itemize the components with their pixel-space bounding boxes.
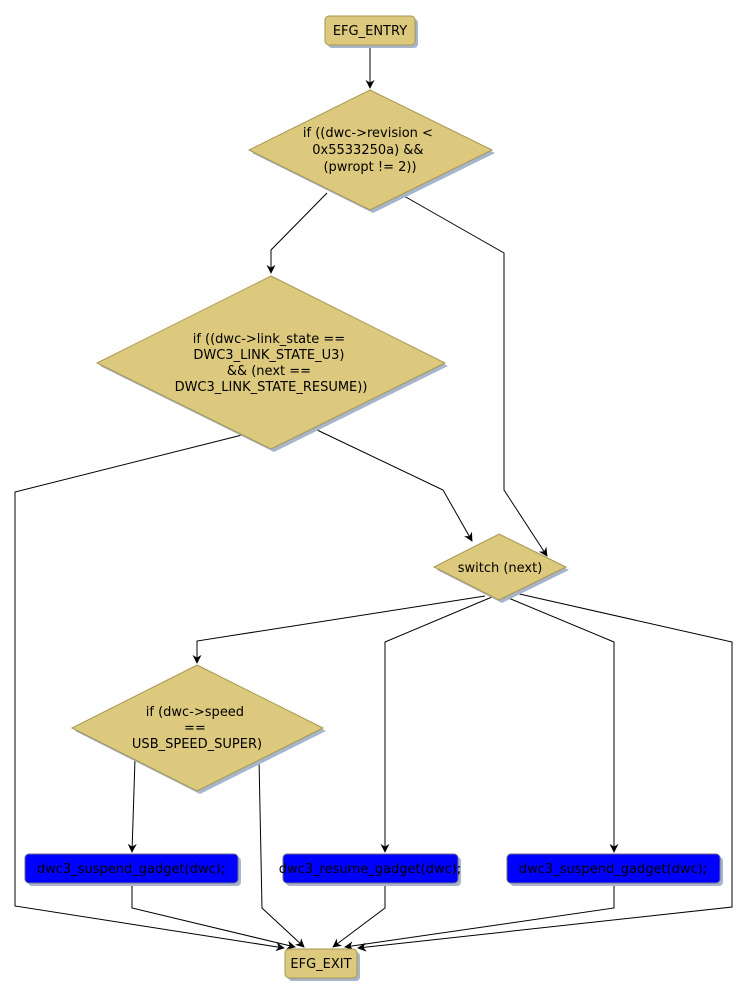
edge-cond-revision-to-switch	[403, 195, 548, 557]
node-switch-next[interactable]: switch (next)	[432, 533, 569, 603]
node-label: dwc3_resume_gadget(dwc);	[279, 862, 461, 877]
edge-suspend-2-to-exit	[344, 884, 615, 951]
terminal-box	[284, 948, 358, 979]
node-label: if (dwc->speed == USB_SPEED_SUPER)	[132, 705, 262, 752]
edge-cond-speed-to-exit	[258, 758, 305, 948]
edge-suspend-1-to-exit	[131, 884, 296, 950]
condition-diamond	[95, 275, 447, 450]
edge-cond-link-state-to-exit	[14, 434, 285, 952]
node-cond-link-state[interactable]: if ((dwc->link_state == DWC3_LINK_STATE_…	[95, 275, 448, 452]
node-entry[interactable]: EFG_ENTRY	[324, 15, 418, 48]
edge-cond-link-state-to-switch	[314, 428, 473, 542]
terminal-box	[324, 15, 416, 46]
edge-switch-to-resume	[380, 596, 493, 853]
edge-switch-to-cond-speed	[192, 595, 486, 664]
condition-diamond	[432, 533, 568, 601]
node-label: switch (next)	[458, 561, 543, 576]
action-box	[506, 853, 721, 884]
node-label: if ((dwc->revision < 0x5533250a) && (pwr…	[303, 126, 437, 175]
node-label: EFG_EXIT	[290, 957, 351, 972]
node-exit[interactable]: EFG_EXIT	[284, 948, 360, 981]
condition-diamond	[70, 664, 325, 792]
node-label: EFG_ENTRY	[333, 24, 407, 39]
node-suspend-gadget-1[interactable]: dwc3_suspend_gadget(dwc);	[24, 853, 241, 886]
node-suspend-gadget-2[interactable]: dwc3_suspend_gadget(dwc);	[506, 853, 723, 886]
edge-resume-to-exit	[332, 884, 386, 948]
edge-cond-revision-to-cond-link-state	[266, 192, 328, 274]
action-box	[282, 853, 459, 884]
action-box	[24, 853, 239, 884]
edges	[14, 45, 733, 952]
node-cond-speed[interactable]: if (dwc->speed == USB_SPEED_SUPER)	[70, 664, 326, 794]
node-resume-gadget[interactable]: dwc3_resume_gadget(dwc);	[279, 853, 461, 886]
edge-switch-to-suspend-2	[505, 596, 619, 853]
condition-diamond	[247, 89, 494, 211]
edge-switch-to-exit	[357, 592, 733, 952]
node-label: dwc3_suspend_gadget(dwc);	[37, 862, 225, 877]
node-label: dwc3_suspend_gadget(dwc);	[519, 862, 707, 877]
node-cond-revision[interactable]: if ((dwc->revision < 0x5533250a) && (pwr…	[247, 89, 495, 213]
edge-cond-speed-to-suspend-1	[127, 758, 137, 853]
node-label: if ((dwc->link_state == DWC3_LINK_STATE_…	[175, 332, 368, 395]
